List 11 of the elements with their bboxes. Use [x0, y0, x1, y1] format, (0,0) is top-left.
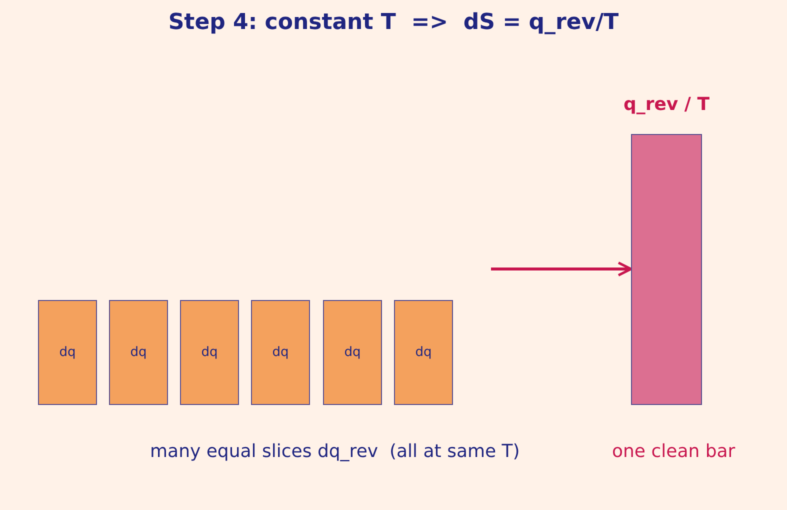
- slice-box: dq: [180, 300, 239, 405]
- slice-box: dq: [109, 300, 168, 405]
- diagram-title: Step 4: constant T => dS = q_rev/T: [167, 10, 620, 35]
- slice-box: dq: [251, 300, 310, 405]
- slices-caption: many equal slices dq_rev (all at same T): [150, 441, 520, 462]
- slice-box: dq: [394, 300, 453, 405]
- bar-heading: q_rev / T: [622, 94, 711, 115]
- slice-box: dq: [38, 300, 97, 405]
- arrow: [491, 262, 632, 276]
- bar-caption: one clean bar: [612, 441, 736, 462]
- slice-box: dq: [323, 300, 382, 405]
